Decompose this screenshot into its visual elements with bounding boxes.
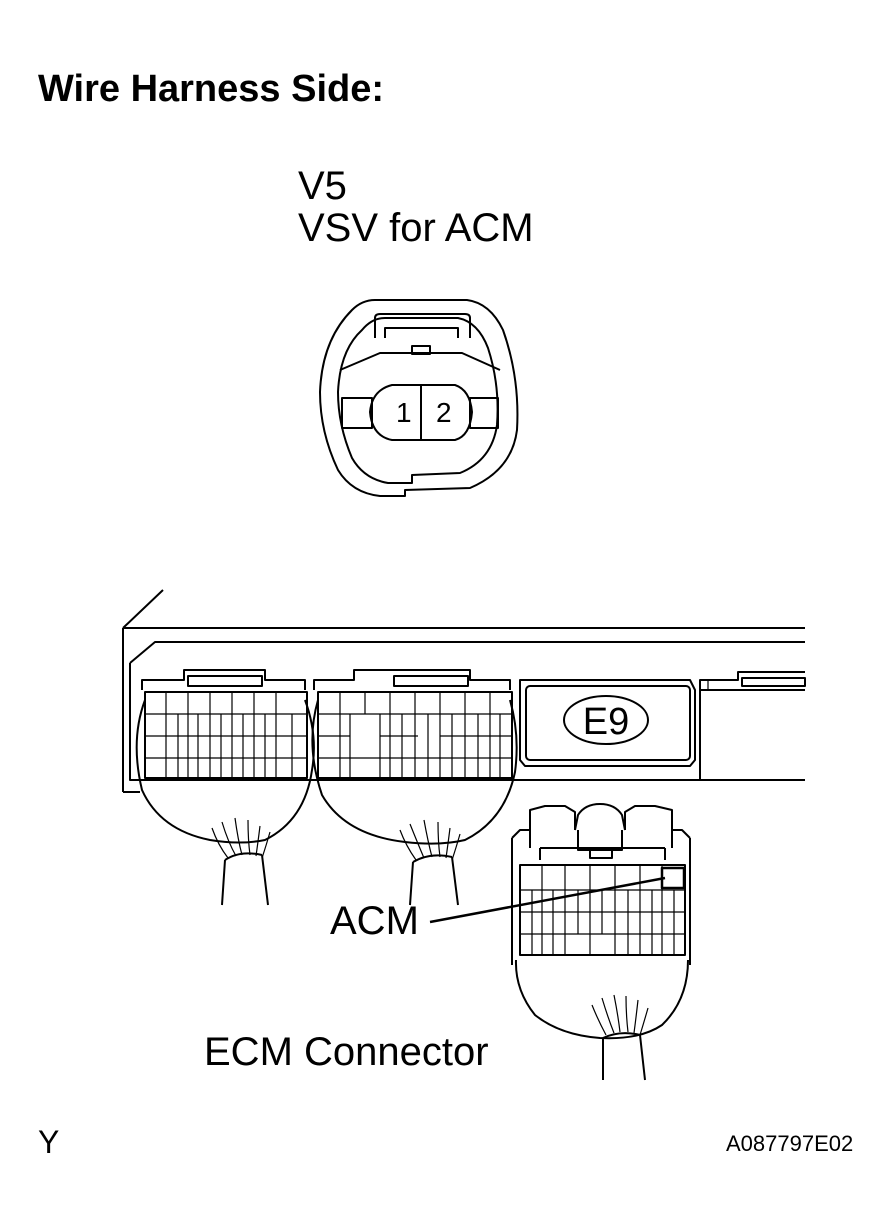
header-middle-wire-strands [399, 819, 461, 861]
e9-acm-terminal [660, 866, 686, 890]
e9-plug-guides [529, 830, 673, 860]
v5-pin-2: 2 [436, 397, 452, 428]
e9-plug-wire-bundle [602, 1032, 646, 1081]
ecm-header-middle [311, 669, 518, 906]
v5-connector-code: V5 [298, 164, 347, 208]
header-left-top [141, 669, 306, 690]
v5-connector-drawing: 1 2 [319, 299, 519, 497]
ecm-e9-socket: E9 [519, 679, 696, 767]
header-middle-tab [393, 675, 469, 687]
header-left-harness-cover [135, 699, 315, 844]
e9-plug-grid-frame [519, 864, 686, 956]
ecm-connector-panel [129, 663, 805, 781]
header-middle-top [313, 669, 511, 690]
header-left-tab [187, 675, 263, 687]
ecm-case-inner-edge [129, 641, 805, 664]
ecm-header-left [135, 669, 315, 906]
v5-connector-name: VSV for ACM [298, 206, 534, 250]
v5-connector-left-key [341, 397, 373, 429]
v5-connector-pin-block [369, 384, 473, 441]
v5-connector-inner-rim [337, 317, 499, 484]
v5-connector-lock-tab [411, 345, 431, 355]
v5-pin-1: 1 [396, 397, 412, 428]
page-title: Wire Harness Side: [38, 68, 385, 110]
v5-connector-right-key [469, 397, 499, 429]
e9-plug-harness-cover [514, 959, 689, 1040]
v5-connector-latch [374, 313, 471, 338]
header-left-wire-bundle [221, 852, 269, 906]
acm-leader-line [429, 876, 666, 924]
v5-connector-housing [319, 299, 519, 497]
ecm-body [122, 589, 805, 793]
header-left-grid [145, 692, 307, 778]
header-left-wire-strands [211, 817, 271, 859]
e9-code-ring [563, 695, 649, 745]
e9-plug-wire-strands [591, 994, 649, 1036]
header-middle-grid [318, 692, 512, 778]
header-right-outline [699, 671, 805, 780]
header-middle-harness-cover [311, 699, 518, 845]
ecm-connector-caption: ECM Connector [204, 1030, 489, 1074]
corner-mark: Y [38, 1124, 60, 1160]
e9-plug-shell [511, 805, 691, 965]
v5-connector-top-rim [339, 352, 501, 371]
v5-connector-label: V5 VSV for ACM [298, 165, 534, 249]
ecm-case-outline [122, 589, 805, 792]
e9-plug-connector [511, 803, 691, 1081]
header-right-tab [741, 677, 806, 687]
e9-socket-inner [525, 685, 691, 761]
ecm-header-right [699, 671, 806, 780]
acm-terminal-label: ACM [330, 899, 419, 943]
header-middle-wire-bundle [409, 854, 459, 906]
figure-code: A087797E02 [726, 1131, 854, 1156]
e9-code: E9 [583, 701, 629, 743]
header-left-grid-frame [144, 691, 308, 779]
e9-socket-frame [519, 679, 696, 767]
e9-plug-lock [574, 803, 626, 859]
